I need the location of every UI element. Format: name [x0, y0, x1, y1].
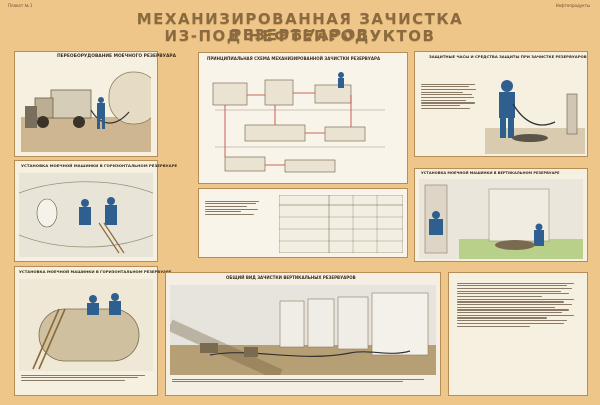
illustration-vertical-tank	[419, 179, 583, 259]
illustration-truck-tank	[21, 62, 151, 152]
worker-icon	[87, 293, 121, 315]
illustration-tank-farm	[170, 285, 436, 375]
text-block-cylinder	[21, 373, 151, 391]
schematic-diagram	[205, 65, 401, 181]
panel-cylinder-tank: УСТАНОВКА МОЕЧНОЙ МАШИНКИ В ГОРИЗОНТАЛЬН…	[14, 266, 171, 396]
hose-icon	[209, 350, 411, 357]
panel-tank-equipment: ПЕРЕОБОРУДОВАНИЕ МОЕЧНОГО РЕЗЕРВУАРА	[14, 51, 176, 157]
panel-general-view: ОБЩИЙ ВИД ЗАЧИСТКИ ВЕРТИКАЛЬНЫХ РЕЗЕРВУА…	[165, 272, 441, 396]
corner-label-left: Плакат № 1	[8, 3, 33, 8]
tank-icon	[108, 71, 151, 125]
panel-text-notes	[448, 272, 588, 396]
poster-title-line-2: ИЗ-ПОД НЕФТЕПРОДУКТОВ	[164, 27, 436, 45]
panel-caption-schematic: ПРИНЦИПИАЛЬНАЯ СХЕМА МЕХАНИЗИРОВАННОЙ ЗА…	[207, 56, 381, 61]
worker-icon	[97, 97, 105, 129]
corner-label-right: Нефтепродукты	[555, 3, 590, 8]
panel-caption-general: ОБЩИЙ ВИД ЗАЧИСТКИ ВЕРТИКАЛЬНЫХ РЕЗЕРВУА…	[226, 275, 356, 280]
panel-caption-protection: ЗАЩИТНЫЕ ЧАСЫ И СРЕДСТВА ЗАЩИТЫ ПРИ ЗАЧИ…	[429, 54, 587, 59]
panel-caption-equipment: ПЕРЕОБОРУДОВАНИЕ МОЕЧНОГО РЕЗЕРВУАРА	[57, 54, 176, 59]
illustration-cylinder-tank	[19, 279, 153, 371]
panel-caption-horizontal: УСТАНОВКА МОЕЧНОЙ МАШИНКИ В ГОРИЗОНТАЛЬН…	[21, 163, 178, 168]
panel-data-table	[198, 188, 408, 258]
poster-title-line-1: МЕХАНИЗИРОВАННАЯ ЗАЧИСТКА РЕЗЕРВУАРОВ	[136, 10, 464, 44]
panel-protection: ЗАЩИТНЫЕ ЧАСЫ И СРЕДСТВА ЗАЩИТЫ ПРИ ЗАЧИ…	[414, 51, 588, 157]
illustration-worker-mask	[485, 64, 585, 154]
panel-caption-cylinder: УСТАНОВКА МОЕЧНОЙ МАШИНКИ В ГОРИЗОНТАЛЬН…	[19, 269, 172, 274]
tank-icon	[279, 292, 429, 356]
data-table-grid	[279, 195, 403, 253]
text-block-left	[205, 199, 265, 249]
text-block-notes	[457, 281, 579, 391]
panel-schematic: ПРИНЦИПИАЛЬНАЯ СХЕМА МЕХАНИЗИРОВАННОЙ ЗА…	[198, 52, 408, 184]
hose-icon	[512, 103, 556, 126]
panel-caption-vertical: УСТАНОВКА МОЕЧНОЙ МАШИНКИ В ВЕРТИКАЛЬНОМ…	[421, 171, 560, 175]
hose-icon	[90, 109, 130, 124]
worker-icon	[534, 223, 544, 246]
worker-icon	[499, 80, 515, 138]
panel-vertical-tank: УСТАНОВКА МОЕЧНОЙ МАШИНКИ В ВЕРТИКАЛЬНОМ…	[414, 168, 588, 262]
worker-icon	[79, 197, 117, 225]
illustration-horizontal-tank	[19, 173, 153, 257]
text-block-general	[172, 377, 434, 393]
text-block-protection	[421, 82, 481, 152]
panel-horizontal-tank: УСТАНОВКА МОЕЧНОЙ МАШИНКИ В ГОРИЗОНТАЛЬН…	[14, 160, 177, 262]
